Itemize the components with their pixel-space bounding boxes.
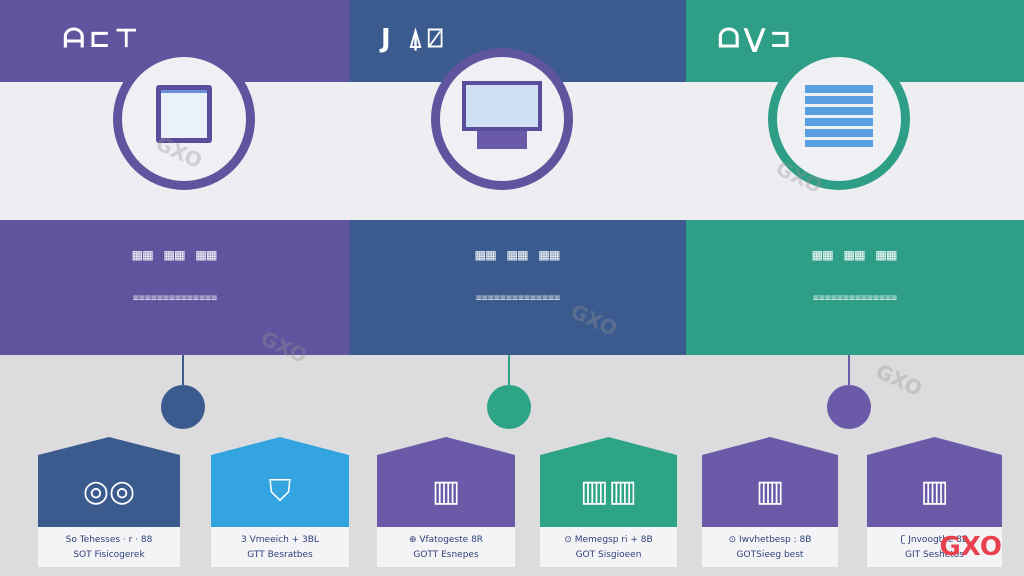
card-label-line1: 3 Vmeeich + 3BL <box>241 535 319 545</box>
card-label-line1: ⊙ Memegsp ri + 8B <box>564 535 653 545</box>
watermark: GXO <box>872 358 926 402</box>
column-heading: ▦▦ ▦▦ ▦▦ <box>132 245 218 264</box>
connector-dot <box>827 385 871 429</box>
column-1: ᗩ⊏⊤ ▦▦ ▦▦ ▦▦ ≡≡≡≡≡≡≡≡≡≡≡≡≡≡ <box>0 0 350 355</box>
network-building-icon: ▥▥ <box>580 473 637 509</box>
spreadsheet-icon <box>768 48 910 190</box>
feature-card[interactable]: ⛉ 3 Vmeeich + 3BL GTT Besratbes <box>211 437 349 567</box>
connector-line <box>848 355 850 385</box>
shield-face-icon: ⛉ <box>268 473 292 509</box>
card-label-line2: GOTT Esnepes <box>413 550 479 560</box>
tower-bridge-icon: ▥ <box>920 473 949 509</box>
tower-handshake-icon: ▥ <box>755 473 785 509</box>
card-label-line2: GOT Sisgioeen <box>575 550 642 560</box>
feature-card[interactable]: ▥ ⊙ Iwvhetbesp : 8B GOTSieeg best <box>702 437 838 567</box>
feature-card[interactable]: ▥▥ ⊙ Memegsp ri + 8B GOT Sisgioeen <box>540 437 677 567</box>
card-label-line2: GTT Besratbes <box>247 550 313 560</box>
column-text: ≡≡≡≡≡≡≡≡≡≡≡≡≡≡ <box>812 293 898 304</box>
feature-card[interactable]: ▥ ʗ Jnvoogthe 8B GIT Seshetos <box>867 437 1002 567</box>
card-label-line2: GOTSieeg best <box>736 550 804 560</box>
building-lock-icon: ▥ <box>431 473 461 509</box>
column-heading: ▦▦ ▦▦ ▦▦ <box>812 245 898 264</box>
column-text: ≡≡≡≡≡≡≡≡≡≡≡≡≡≡ <box>475 293 561 304</box>
column-heading: ▦▦ ▦▦ ▦▦ <box>475 245 561 264</box>
connector-line <box>182 355 184 385</box>
connector-dot <box>161 385 205 429</box>
feature-card[interactable]: ▥ ⊕ Vfatogeste 8R GOTT Esnepes <box>377 437 515 567</box>
brand-logo: GXO <box>939 532 1002 562</box>
card-label-line1: ʗ Jnvoogthe 8B <box>900 535 969 545</box>
card-label-line2: GIT Seshetos <box>905 550 964 560</box>
card-label-line1: ⊕ Vfatogeste 8R <box>408 535 484 545</box>
connector-dot <box>487 385 531 429</box>
column-title: ᗩ⊏⊤ <box>63 24 143 54</box>
card-label-line1: ⊙ Iwvhetbesp : 8B <box>728 535 812 545</box>
column-title: ᗝ⋁⊐ <box>718 24 796 54</box>
column-text: ≡≡≡≡≡≡≡≡≡≡≡≡≡≡ <box>132 293 218 304</box>
computer-monitor-icon <box>431 48 573 190</box>
card-label-line1: So Tehesses · r · 88 <box>65 535 153 545</box>
column-title: J ⍋⍁ <box>381 24 447 54</box>
document-tablet-icon <box>113 48 255 190</box>
column-3: ᗝ⋁⊐ ▦▦ ▦▦ ▦▦ ≡≡≡≡≡≡≡≡≡≡≡≡≡≡ <box>686 0 1024 355</box>
connector-line <box>508 355 510 385</box>
globe-magnifier-icon: ◎◎ <box>82 473 136 509</box>
card-label-line2: SOT Fisicogerek <box>73 550 145 560</box>
column-2: J ⍋⍁ ▦▦ ▦▦ ▦▦ ≡≡≡≡≡≡≡≡≡≡≡≡≡≡ <box>350 0 686 355</box>
feature-card[interactable]: ◎◎ So Tehesses · r · 88 SOT Fisicogerek <box>38 437 180 567</box>
